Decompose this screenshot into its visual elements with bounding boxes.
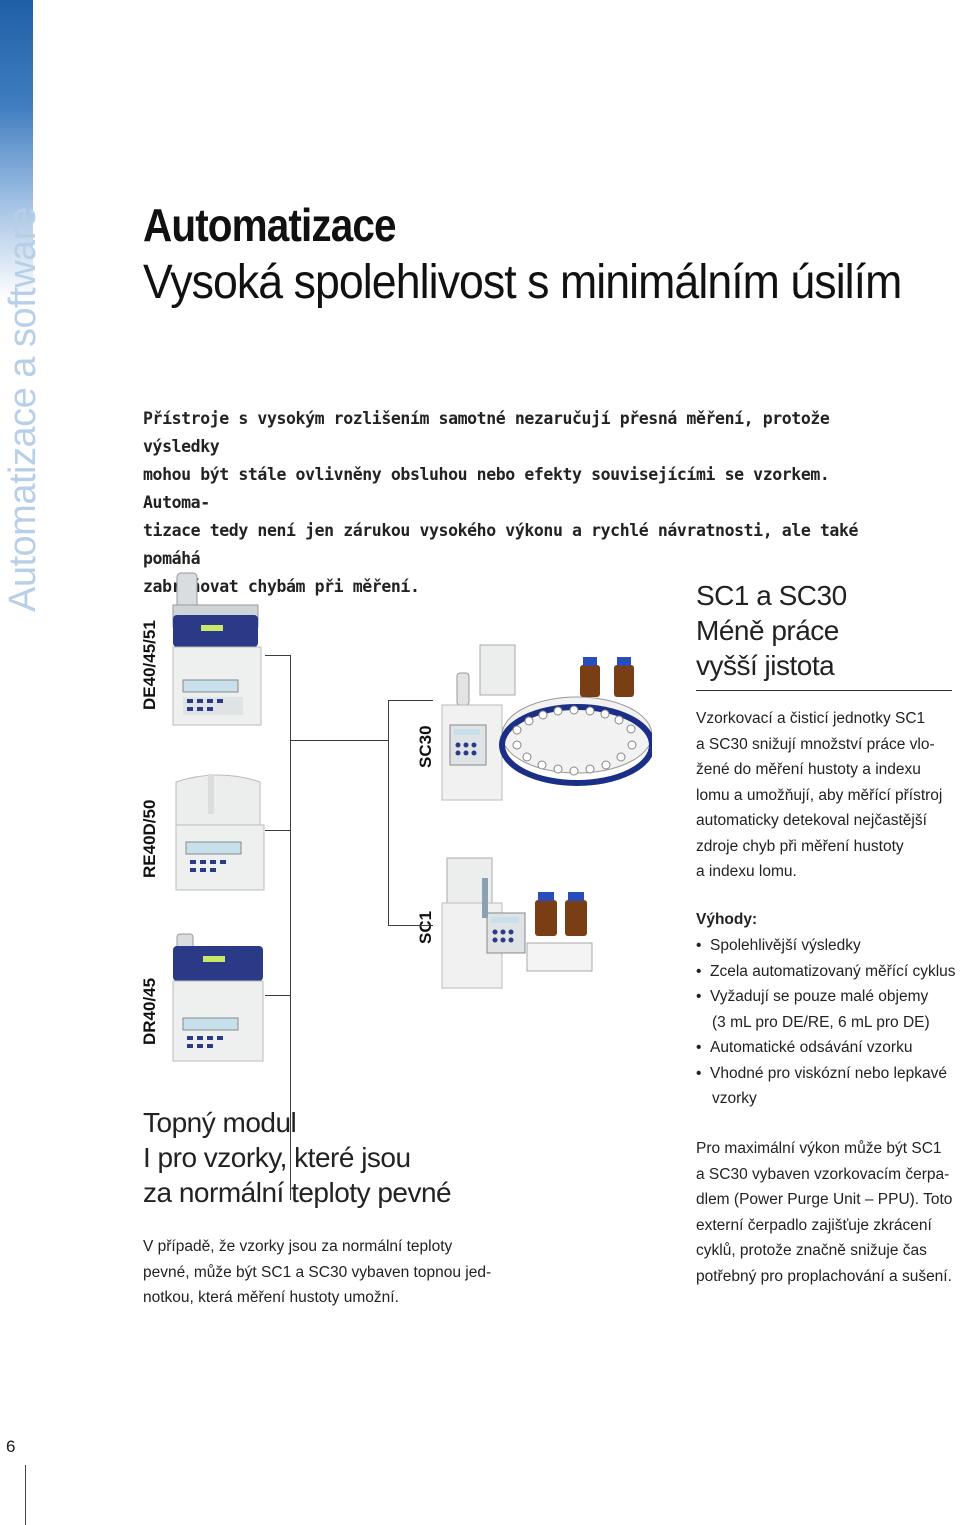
ppu-line: dlem (Power Purge Unit – PPU). Toto [696,1191,953,1208]
intro-line: tizace tedy není jen zárukou vysokého vý… [143,521,859,568]
heating-body-line: pevné, může být SC1 a SC30 vybaven topno… [143,1263,492,1281]
sc-body-paragraph: Vzorkovací a čisticí jednotky SC1 a SC30… [696,706,958,885]
intro-line: mohou být stále ovlivněny obsluhou nebo … [143,465,830,512]
heating-heading-line: I pro vzorky, které jsou [143,1142,411,1173]
intro-paragraph: Přístroje s vysokým rozlišením samotné n… [143,405,903,601]
page-title: Automatizace [143,199,397,251]
ppu-line: a SC30 vybaven vzorkovacím čerpa- [696,1165,950,1183]
page-number: 6 [6,1437,16,1456]
connector-vertical-right [388,700,389,925]
sc-body-line: lomu a umožňují, aby měřící přístroj [696,786,943,804]
label-re: RE40D/50 [140,799,159,878]
sc-body-line: Vzorkovací a čisticí jednotky SC1 [696,710,926,727]
side-color-band [0,0,33,300]
advantage-item-continued: (3 mL pro DE/RE, 6 mL pro DE) [712,1013,930,1031]
sc-body-line: automaticky detekoval nejčastější [696,812,927,829]
advantages-title: Výhody: [696,911,758,928]
section-side-label: Automatizace a software [2,207,44,612]
sc1-sampler-image [441,857,593,989]
advantages-list: Spolehlivější výsledky Zcela automatizov… [696,933,958,1112]
sc-body-line: zdroje chyb při měření hustoty [696,837,904,855]
heating-heading: Topný modul I pro vzorky, které jsou za … [143,1105,452,1210]
advantage-item: Spolehlivější výsledky [696,933,958,959]
sc-heading: SC1 a SC30 Méně práce vyšší jistota [696,578,847,683]
ppu-paragraph: Pro maximální výkon může být SC1 a SC30 … [696,1136,958,1289]
sc-body-line: žené do měření hustoty a indexu [696,761,921,778]
label-dr: DR40/45 [140,977,159,1045]
sc30-sample-changer-image [441,644,652,801]
heating-heading-line: za normální teploty pevné [143,1177,452,1208]
connector-de [265,655,290,656]
connector-sc1 [388,925,433,926]
connector-dr [265,995,290,996]
advantage-item: Vyžadují se pouze malé objemy [696,984,958,1010]
de-density-meter-image [172,572,262,726]
connector-mid [290,740,388,741]
sc-body-line: a indexu lomu. [696,863,797,880]
intro-line: Přístroje s vysokým rozlišením samotné n… [143,409,830,456]
connector-sc30 [388,700,433,701]
sc-heading-line: vyšší jistota [696,650,835,681]
ppu-line: Pro maximální výkon může být SC1 [696,1140,942,1157]
intro-line: zabraňovat chybám při měření. [143,577,420,596]
page-number-rule [25,1465,26,1525]
heating-body-line: notkou, která měření hustoty umožní. [143,1289,399,1306]
sc-body-line: a SC30 snižují množství práce vlo- [696,735,935,753]
advantage-item: Vhodné pro viskózní nebo lepkavé [696,1061,958,1087]
heating-body-paragraph: V případě, že vzorky jsou za normální te… [143,1234,523,1311]
re-refractometer-image [175,774,265,891]
sc-heading-line: Méně práce [696,615,839,646]
ppu-line: externí čerpadlo zajišťuje zkrácení [696,1216,932,1234]
advantage-item: Zcela automatizovaný měřící cyklus [696,959,958,985]
dr-combined-instrument-image [172,933,264,1062]
ppu-line: potřebný pro proplachování a sušení. [696,1267,952,1285]
advantage-item: Automatické odsávání vzorku [696,1035,958,1061]
ppu-line: cyklů, protože značně snižuje čas [696,1242,927,1259]
heading-divider [696,690,952,691]
label-de: DE40/45/51 [140,620,159,710]
connector-vertical-left [290,655,291,1200]
page-subtitle: Vysoká spolehlivost s minimálním úsilím [143,256,902,309]
advantage-item-continued: vzorky [712,1090,757,1107]
sc-heading-line: SC1 a SC30 [696,580,847,611]
heating-body-line: V případě, že vzorky jsou za normální te… [143,1238,453,1255]
heating-heading-line: Topný modul [143,1107,297,1138]
connector-re [265,830,290,831]
